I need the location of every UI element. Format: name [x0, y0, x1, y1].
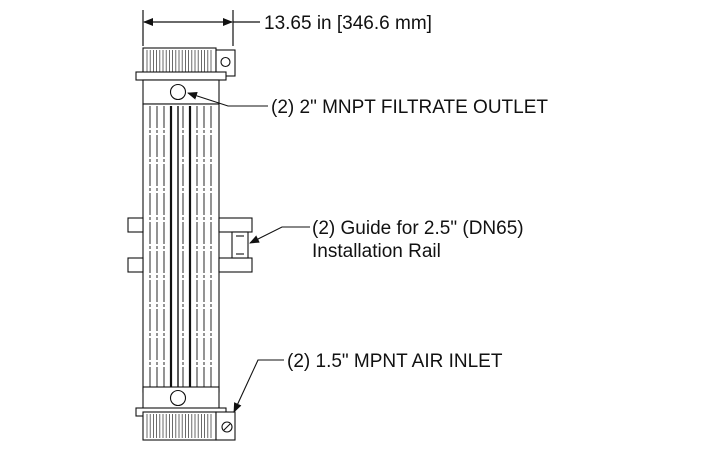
dimension-label: 13.65 in [346.6 mm] — [264, 13, 432, 34]
top-header-fins — [146, 50, 212, 72]
bottom-header — [135, 407, 236, 441]
membrane-column — [142, 103, 220, 393]
bottom-header-fins — [146, 414, 212, 438]
bottom-bolt-slot — [223, 423, 231, 431]
guide-right-lower — [218, 257, 253, 273]
membrane-module — [127, 47, 253, 441]
leader-air-inlet — [233, 359, 284, 413]
guide-left-lower — [127, 257, 144, 273]
leader-rail-guide — [249, 226, 310, 244]
guide-left-upper — [127, 217, 144, 233]
callout-rail-guide-line2: Installation Rail — [312, 241, 441, 262]
air-inlet-port — [169, 389, 187, 407]
top-flange — [135, 71, 227, 81]
callout-leaders — [187, 91, 310, 413]
bottom-header-block — [142, 411, 217, 441]
width-dimension — [142, 10, 260, 46]
callout-air-inlet: (2) 1.5" MPNT AIR INLET — [287, 351, 503, 372]
guide-right-upper — [218, 217, 253, 233]
top-header — [135, 47, 236, 81]
top-header-block — [142, 47, 217, 77]
callout-rail-guide-line1: (2) Guide for 2.5" (DN65) — [312, 218, 524, 239]
leader-filtrate-outlet — [187, 91, 268, 107]
guide-rail-slot — [231, 231, 249, 259]
callout-filtrate-outlet: (2) 2" MNPT FILTRATE OUTLET — [271, 97, 548, 118]
rail-guides — [127, 217, 253, 273]
top-bolt-hole — [220, 56, 231, 68]
filtrate-outlet-port — [169, 83, 187, 101]
membrane-tubes — [149, 106, 212, 390]
